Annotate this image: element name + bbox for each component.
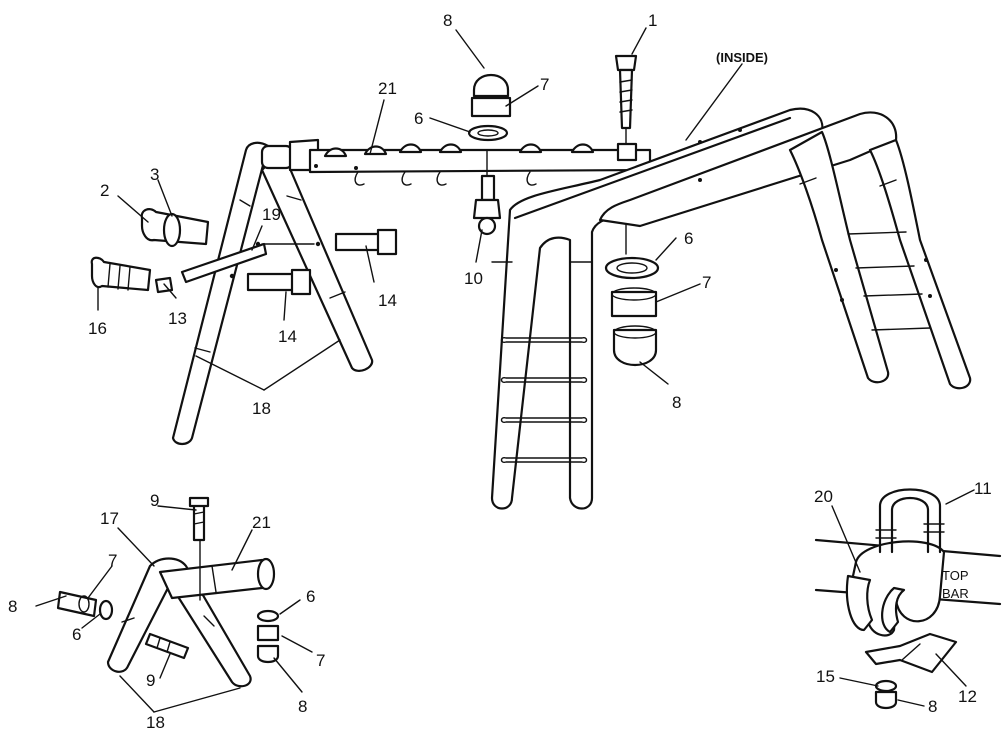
swing-hanger: [472, 149, 502, 236]
callout-8-lower: 8: [672, 393, 681, 412]
inset-callout-20: 20: [814, 487, 833, 506]
top-bar-label-line2: BAR: [942, 586, 969, 601]
left-inset-corner-joint: 9 17 21 8 7 6 6 7 8 9 18: [8, 491, 325, 732]
callout-14-upper: 14: [378, 291, 397, 310]
main-assembly: 1 2 3 6 6 7 7 8 8 10 13 14 14 16 18 19 2…: [88, 11, 972, 510]
callout-7-lower: 7: [702, 273, 711, 292]
grip-parts: [90, 208, 268, 294]
callout-1: 1: [648, 11, 657, 30]
inset-callout-8-right: 8: [298, 697, 307, 716]
callout-18: 18: [252, 399, 271, 418]
inset-callout-21: 21: [252, 513, 271, 532]
callout-21: 21: [378, 79, 397, 98]
inset-callout-9-top: 9: [150, 491, 159, 510]
inside-note: (INSIDE): [716, 50, 768, 65]
bolts-part-14: [246, 228, 398, 296]
inset-callout-15: 15: [816, 667, 835, 686]
callout-16: 16: [88, 319, 107, 338]
lower-hardware-stack: [604, 256, 660, 367]
callout-7-upper: 7: [540, 75, 549, 94]
main-callouts: 1 2 3 6 6 7 7 8 8 10 13 14 14 16 18 19 2…: [88, 11, 768, 418]
callout-10: 10: [464, 269, 483, 288]
inset-callout-8-left: 8: [8, 597, 17, 616]
inset-callout-11: 11: [974, 479, 992, 498]
inset-callout-7-right: 7: [316, 651, 325, 670]
top-bar-label-line1: TOP: [942, 568, 969, 583]
inset-callout-6-left: 6: [72, 625, 81, 644]
inset-callout-9-bottom: 9: [146, 671, 155, 690]
callout-6-upper: 6: [414, 109, 423, 128]
left-a-frame: [171, 141, 374, 446]
inset-callout-17: 17: [100, 509, 119, 528]
inset-callout-18: 18: [146, 713, 165, 732]
right-inset-ubolt: 20 11 12 15 8 TOP BAR: [814, 479, 1002, 716]
inset-callout-6-right: 6: [306, 587, 315, 606]
top-bar: [260, 138, 652, 186]
callout-13: 13: [168, 309, 187, 328]
callout-19: 19: [262, 205, 281, 224]
inset-callout-8: 8: [928, 697, 937, 716]
callout-3: 3: [150, 165, 159, 184]
callout-14-lower: 14: [278, 327, 297, 346]
upper-hardware-stack: [467, 74, 512, 142]
inset-callout-12: 12: [958, 687, 977, 706]
callout-6-lower: 6: [684, 229, 693, 248]
inset-callout-7-left: 7: [108, 551, 117, 570]
callout-2: 2: [100, 181, 109, 200]
right-frame: [490, 107, 972, 510]
bolt-part-1: [614, 54, 638, 255]
callout-8-upper: 8: [443, 11, 452, 30]
main-leader-lines: [97, 27, 743, 391]
